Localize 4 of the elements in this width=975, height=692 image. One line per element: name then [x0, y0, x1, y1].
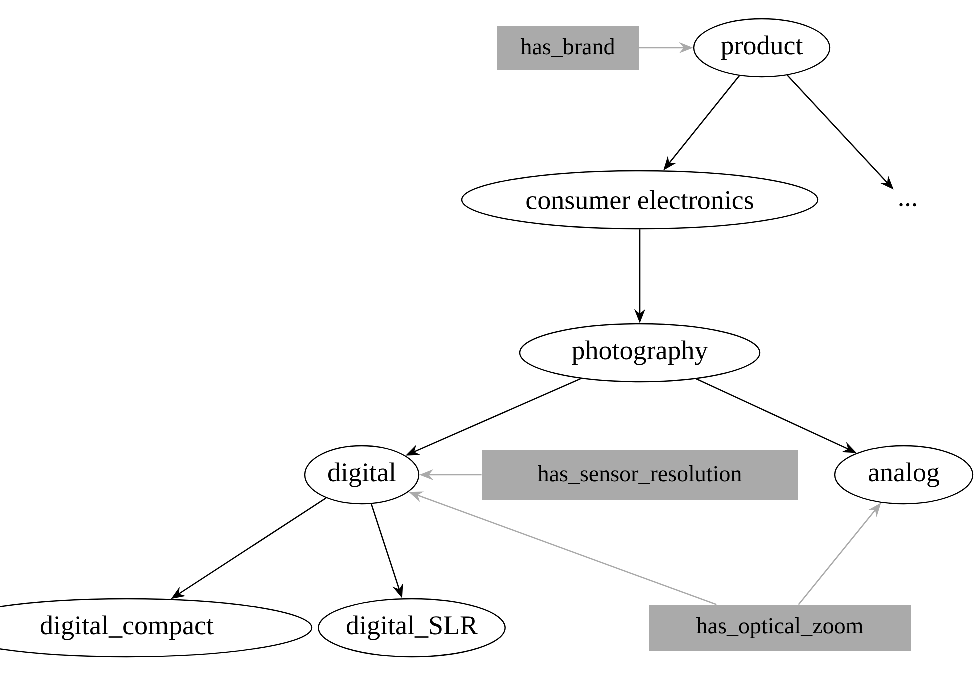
- property-box: has_brand: [497, 26, 639, 70]
- ellipsis-text: ...: [900, 203, 916, 207]
- property-box: has_optical_zoom: [649, 605, 911, 651]
- property-box: has_sensor_resolution: [482, 450, 798, 500]
